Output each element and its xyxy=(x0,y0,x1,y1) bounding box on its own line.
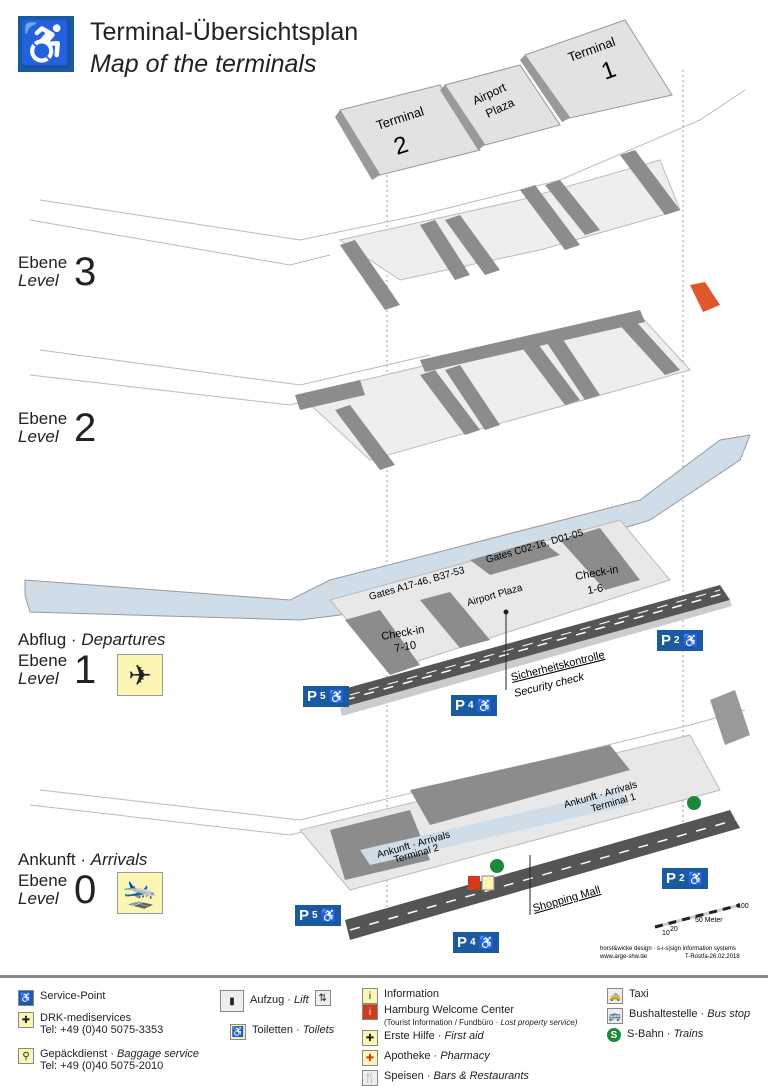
level-3-number: 3 xyxy=(74,250,97,294)
shopping-mall-label: Shopping Mall xyxy=(532,884,602,915)
level-3-map xyxy=(29,89,746,312)
wheelchair-icon: ♿ xyxy=(18,16,74,72)
restaurant-icon: 🍴 xyxy=(362,1070,378,1086)
info-icon xyxy=(481,875,495,891)
scale-bar: 10 20 50 Meter 100 xyxy=(654,903,749,937)
arrivals-heading: Ankunft · Arrivals xyxy=(18,850,148,869)
svg-text:www.arge-shw.de: www.arge-shw.de xyxy=(599,954,648,960)
sbahn-icon xyxy=(490,859,504,873)
svg-text:T-Rostfa-26.02.2018: T-Rostfa-26.02.2018 xyxy=(685,954,740,960)
lift-sign-icon: ⇅ xyxy=(314,990,331,1006)
building-terminal-1[interactable]: Terminal 1 xyxy=(520,19,673,122)
service-point-icon: ♿ xyxy=(18,990,34,1006)
departures-heading: Abflug · Departures xyxy=(18,630,166,649)
toilets-icon: ♿ xyxy=(230,1024,246,1040)
building-terminal-2[interactable]: Terminal 2 xyxy=(335,84,481,180)
building-airport-plaza[interactable]: Airport Plaza xyxy=(440,64,561,150)
baggage-icon: ⚲ xyxy=(18,1048,34,1064)
arrival-plane-icon: 🛬 xyxy=(117,872,163,914)
sbahn-icon xyxy=(687,796,701,810)
legend-divider xyxy=(0,975,768,978)
level-2-map xyxy=(29,310,691,470)
page-subtitle: Map of the terminals xyxy=(90,50,317,78)
sbahn-icon: S xyxy=(607,1028,621,1042)
lift-icon: ▮ xyxy=(220,990,244,1012)
svg-text:7-10: 7-10 xyxy=(393,639,417,655)
svg-text:100: 100 xyxy=(737,903,749,910)
terminal-map: Terminal 2 Airport Plaza Terminal 1 xyxy=(24,19,751,960)
svg-text:horst&wicke design · s-i-s|sig: horst&wicke design · s-i-s|sign informat… xyxy=(600,946,736,952)
welcome-center-icon: i xyxy=(362,1004,378,1020)
drk-icon: ✚ xyxy=(18,1012,34,1028)
information-icon: i xyxy=(362,988,378,1004)
taxi-icon: 🚕 xyxy=(607,988,623,1004)
departure-plane-icon: ✈ xyxy=(117,654,163,696)
level-0-number: 0 xyxy=(74,868,97,912)
first-aid-icon: ✚ xyxy=(362,1030,378,1046)
svg-text:10: 10 xyxy=(662,930,670,937)
legend-col-2: ▮Aufzug · Lift⇅ ♿Toiletten · Toilets xyxy=(220,990,360,1040)
svg-text:1-6: 1-6 xyxy=(586,582,604,597)
pharmacy-icon: ✚ xyxy=(362,1050,378,1066)
welcome-center-icon xyxy=(468,876,480,890)
svg-text:50 Meter: 50 Meter xyxy=(695,917,723,924)
level-2-number: 2 xyxy=(74,406,97,450)
bus-icon: 🚌 xyxy=(607,1008,623,1024)
svg-text:20: 20 xyxy=(670,926,678,933)
level-1-number: 1 xyxy=(74,648,97,692)
page-title: Terminal-Übersichtsplan xyxy=(90,18,359,46)
